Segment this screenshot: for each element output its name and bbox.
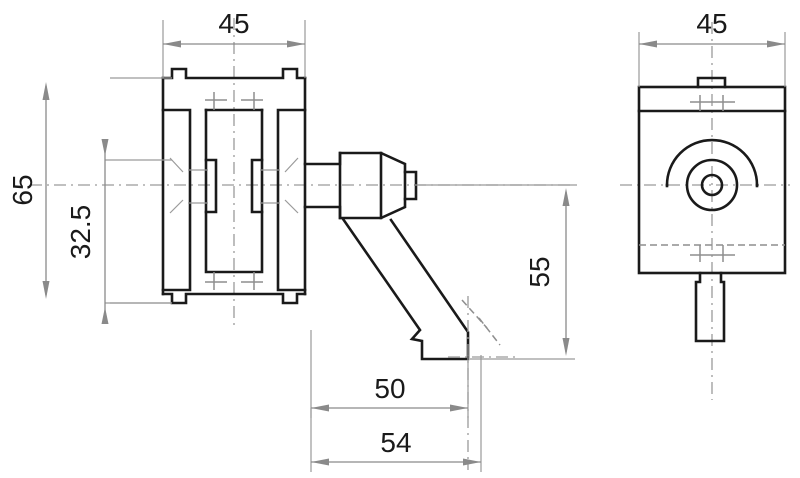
front-lever-phantom-b bbox=[478, 317, 501, 346]
dim-45-top-arrow-left bbox=[163, 40, 181, 48]
dimension-lever-reach-outer: 54 bbox=[310, 355, 482, 472]
dim-54-label: 54 bbox=[380, 427, 411, 458]
front-break-mark-right-upper bbox=[284, 157, 299, 173]
dimension-lever-reach-inner: 50 bbox=[310, 330, 469, 418]
dim-50-label: 50 bbox=[374, 373, 405, 404]
dim-55-arrow-top bbox=[562, 188, 570, 206]
front-inner-tab-right bbox=[250, 158, 264, 214]
front-bottom-flange bbox=[161, 292, 307, 305]
side-hub-outer-circle bbox=[685, 158, 739, 212]
front-break-mark-left-upper bbox=[169, 157, 184, 173]
dim-45-side-label: 45 bbox=[696, 8, 727, 39]
dimension-front-inner-height: 32.5 bbox=[65, 139, 172, 324]
front-view bbox=[30, 18, 580, 470]
dim-65-label: 65 bbox=[7, 174, 38, 205]
dim-45-side-arrow-left bbox=[639, 40, 657, 48]
front-lever-arm bbox=[341, 217, 470, 361]
dimension-side-width: 45 bbox=[638, 8, 786, 87]
front-break-mark-left-lower bbox=[169, 199, 184, 214]
dim-45-top-label: 45 bbox=[218, 8, 249, 39]
dim-50-arrow-left bbox=[311, 404, 329, 412]
dim-325-arrow-top bbox=[101, 139, 109, 156]
side-dome-arc bbox=[665, 138, 759, 187]
dim-325-arrow-bottom bbox=[101, 307, 109, 324]
side-body-rect bbox=[637, 85, 787, 275]
dim-65-arrow-top bbox=[42, 82, 50, 100]
front-cavity-body bbox=[204, 108, 264, 274]
side-top-boss bbox=[696, 76, 727, 89]
front-lever-phantom-a bbox=[461, 299, 488, 329]
dim-325-label: 32.5 bbox=[65, 205, 96, 260]
dim-45-top-arrow-right bbox=[287, 40, 305, 48]
dim-50-arrow-right bbox=[450, 404, 468, 412]
front-top-flange bbox=[161, 67, 307, 80]
front-left-inner-step bbox=[161, 108, 192, 292]
dim-65-arrow-bottom bbox=[42, 281, 50, 299]
side-bottom-pin bbox=[694, 271, 726, 343]
dim-54-arrow-right bbox=[463, 458, 481, 466]
dim-55-arrow-bottom bbox=[562, 338, 570, 356]
side-view bbox=[620, 22, 790, 400]
front-inner-tab-left bbox=[204, 158, 218, 214]
dimension-front-height: 65 bbox=[7, 77, 172, 304]
side-hub-inner-circle bbox=[700, 173, 724, 197]
dim-55-label: 55 bbox=[524, 256, 555, 287]
dim-54-arrow-left bbox=[311, 458, 329, 466]
dim-45-side-arrow-right bbox=[767, 40, 785, 48]
dimension-front-width: 45 bbox=[162, 8, 306, 78]
front-right-inner-step bbox=[276, 108, 307, 292]
front-break-mark-right-lower bbox=[284, 199, 299, 214]
dimension-lever-height: 55 bbox=[415, 184, 575, 360]
